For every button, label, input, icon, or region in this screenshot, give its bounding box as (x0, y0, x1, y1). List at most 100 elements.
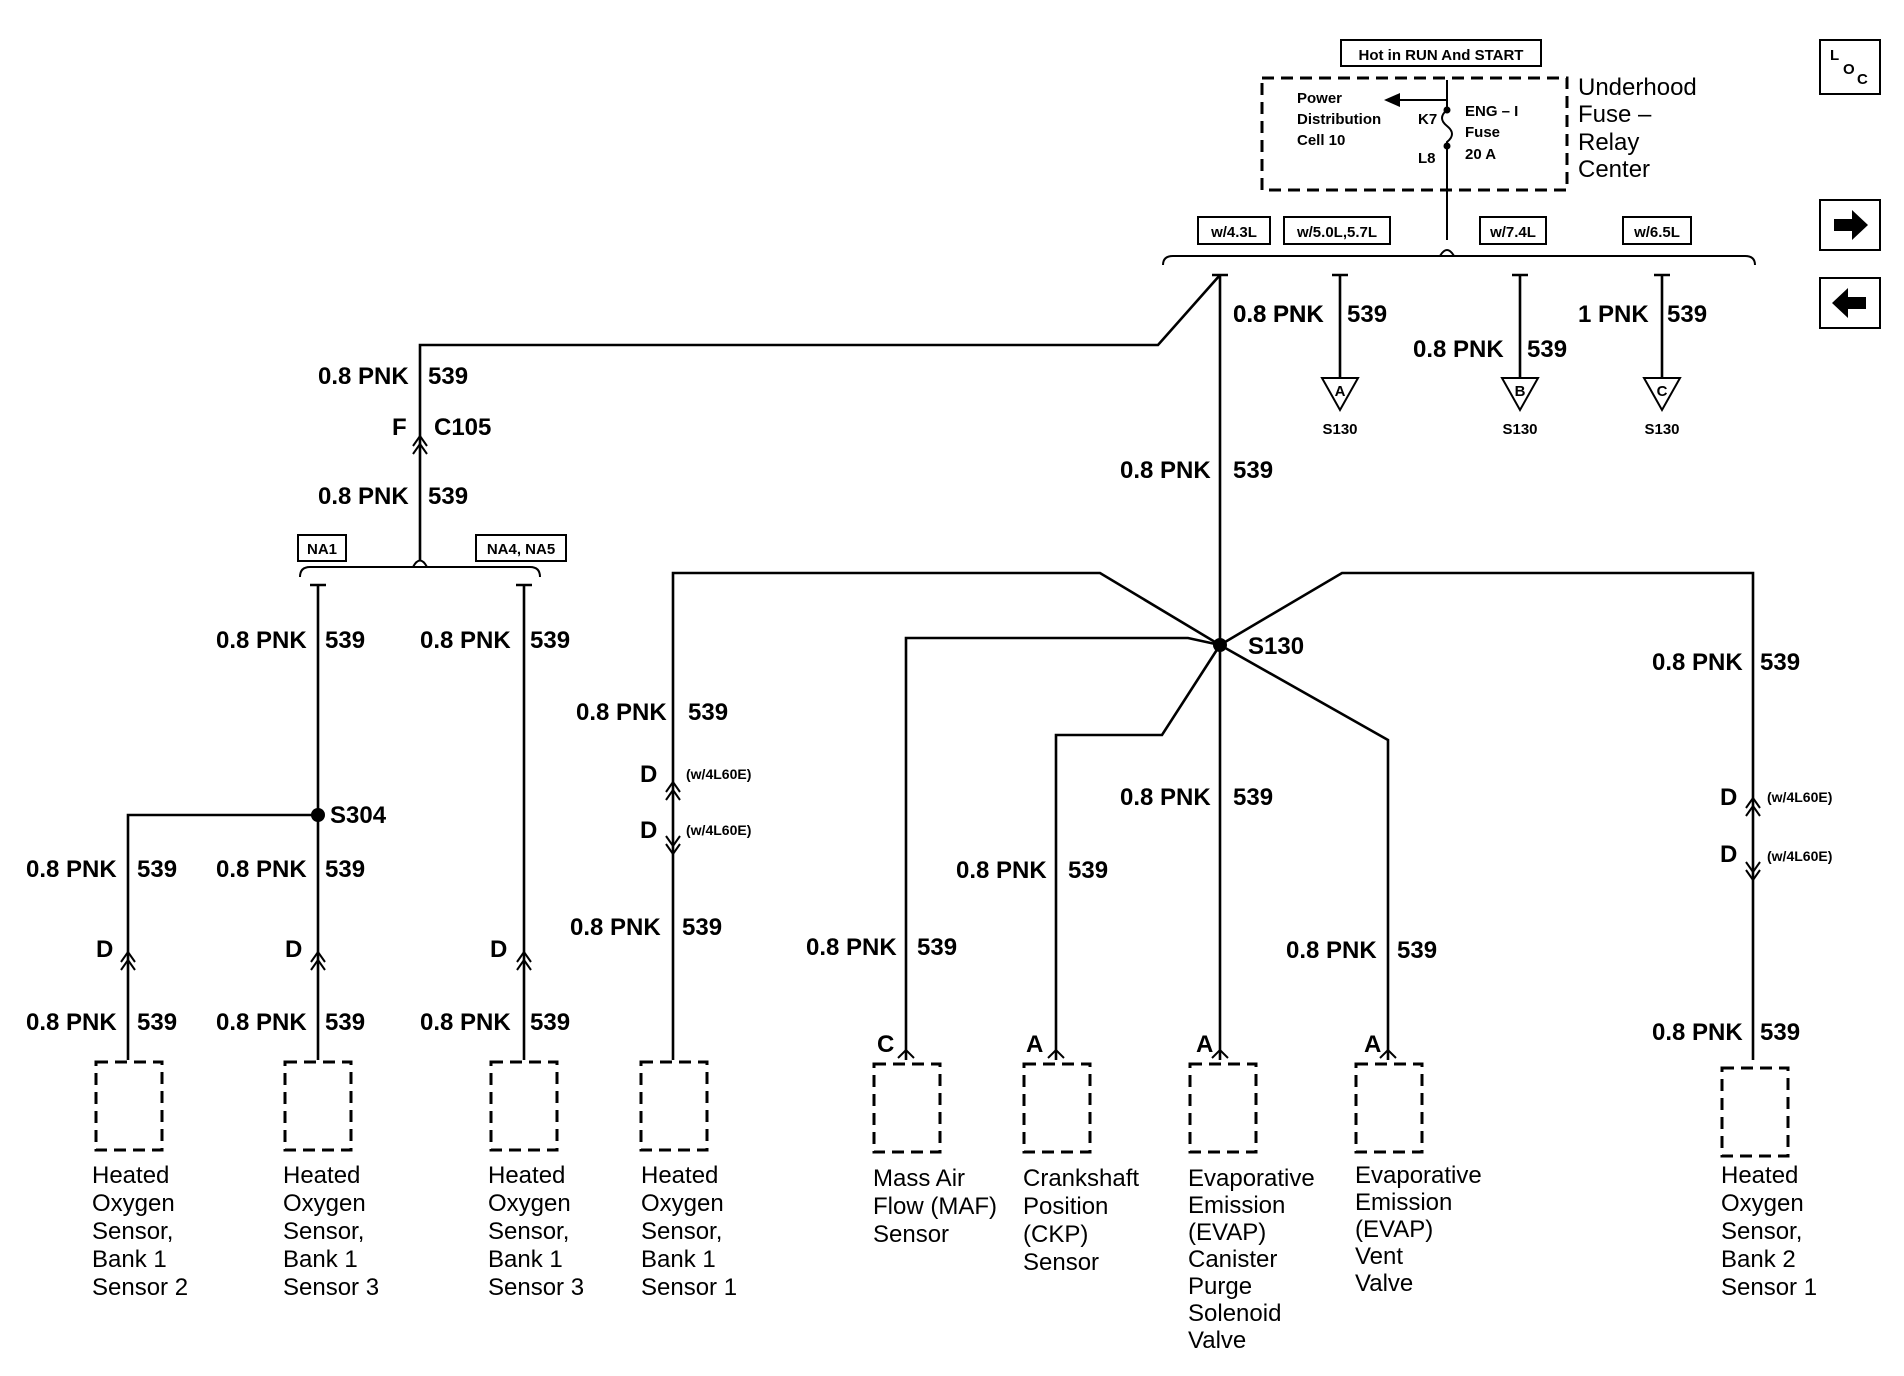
svg-text:0.8 PNK: 0.8 PNK (420, 627, 511, 654)
svg-text:w/6.5L: w/6.5L (1633, 224, 1680, 241)
component-ho2s-bank1-sensor3-a[interactable]: Heated Oxygen Sensor, Bank 1 Sensor 3 (283, 1060, 379, 1301)
svg-text:0.8 PNK: 0.8 PNK (570, 914, 661, 941)
s130-to-maf (904, 636, 1221, 1060)
svg-text:Mass Air: Mass Air (873, 1165, 965, 1192)
svg-text:539: 539 (1233, 457, 1273, 484)
svg-text:D: D (640, 817, 657, 844)
underhood-fuse-relay-center: Hot in RUN And START Power Distribution … (1260, 39, 1697, 240)
svg-text:539: 539 (325, 627, 365, 654)
fuse-name: ENG – I (1465, 103, 1518, 120)
component-ho2s-bank1-sensor1[interactable]: Heated Oxygen Sensor, Bank 1 Sensor 1 (639, 1060, 737, 1301)
svg-text:(w/4L60E): (w/4L60E) (1767, 789, 1832, 805)
svg-text:539: 539 (428, 483, 468, 510)
svg-text:Valve: Valve (1355, 1270, 1413, 1297)
component-ho2s-bank1-sensor3-b[interactable]: Heated Oxygen Sensor, Bank 1 Sensor 3 (488, 1060, 584, 1301)
svg-text:F: F (392, 414, 407, 441)
center-name-2: Fuse – (1578, 101, 1652, 128)
svg-text:C: C (877, 1031, 894, 1058)
center-name-1: Underhood (1578, 74, 1697, 101)
svg-text:D: D (490, 936, 507, 963)
next-page-arrow-icon[interactable] (1819, 199, 1881, 251)
svg-text:Solenoid: Solenoid (1188, 1300, 1281, 1327)
svg-text:539: 539 (1667, 301, 1707, 328)
svg-text:NA4, NA5: NA4, NA5 (487, 541, 555, 558)
svg-text:Bank 1: Bank 1 (641, 1246, 716, 1273)
pdc-arrow-icon (1384, 93, 1400, 107)
option-na1 (297, 534, 347, 562)
svg-text:A: A (1335, 383, 1346, 400)
svg-text:0.8 PNK: 0.8 PNK (318, 363, 409, 390)
svg-text:539: 539 (1397, 937, 1437, 964)
svg-text:539: 539 (688, 699, 728, 726)
engine-option-bus: w/4.3L w/5.0L,5.7L w/7.4L w/6.5L (1162, 216, 1756, 266)
svg-text:539: 539 (530, 1009, 570, 1036)
option-w43 (1197, 216, 1271, 245)
splice-s130: S130 (671, 571, 1755, 1060)
svg-text:S130: S130 (1248, 633, 1304, 660)
component-ho2s-bank1-sensor2[interactable]: Heated Oxygen Sensor, Bank 1 Sensor 2 (92, 1060, 188, 1301)
option-w74 (1479, 216, 1547, 245)
svg-text:Heated: Heated (641, 1162, 718, 1189)
svg-text:(EVAP): (EVAP) (1355, 1216, 1433, 1243)
branch-na1: 0.8 PNK 539 S304 (126, 583, 387, 1060)
na-option-bus: NA1 NA4, NA5 (297, 534, 567, 578)
svg-text:Sensor,: Sensor, (283, 1218, 364, 1245)
svg-text:Purge: Purge (1188, 1273, 1252, 1300)
svg-text:0.8 PNK: 0.8 PNK (956, 857, 1047, 884)
svg-text:1 PNK: 1 PNK (1578, 301, 1649, 328)
left-d-connectors: 0.8 PNK 539 D 0.8 PNK 539 0.8 PNK 539 D … (26, 856, 570, 1036)
svg-text:Flow (MAF): Flow (MAF) (873, 1193, 997, 1220)
svg-text:Crankshaft: Crankshaft (1023, 1165, 1139, 1192)
component-maf-sensor[interactable]: Mass Air Flow (MAF) Sensor (872, 1062, 997, 1248)
branch-w50: A S130 0.8 PNK 539 (1233, 273, 1387, 438)
svg-text:C105: C105 (434, 414, 491, 441)
pdc-line-3: Cell 10 (1297, 132, 1345, 149)
svg-text:539: 539 (137, 1009, 177, 1036)
svg-text:539: 539 (325, 1009, 365, 1036)
svg-text:Oxygen: Oxygen (283, 1190, 366, 1217)
svg-text:D: D (1720, 784, 1737, 811)
s130-to-ckp (1054, 644, 1222, 1060)
svg-text:Sensor: Sensor (873, 1221, 949, 1248)
s130-branch-labels: 0.8 PNK 539 0.8 PNK 539 0.8 PNK 539 0.8 … (570, 649, 1800, 1046)
option-w50-57 (1283, 216, 1391, 245)
hot-in-run-start-label: Hot in RUN And START (1359, 47, 1524, 64)
component-ckp-sensor[interactable]: Crankshaft Position (CKP) Sensor (1022, 1062, 1139, 1276)
svg-text:0.8 PNK: 0.8 PNK (1233, 301, 1324, 328)
svg-text:D: D (640, 761, 657, 788)
svg-text:Sensor,: Sensor, (1721, 1218, 1802, 1245)
svg-text:Heated: Heated (488, 1162, 565, 1189)
svg-text:Sensor 3: Sensor 3 (488, 1274, 584, 1301)
component-evap-canister-purge-valve[interactable]: Evaporative Emission (EVAP) Canister Pur… (1188, 1062, 1315, 1354)
svg-text:w/7.4L: w/7.4L (1489, 224, 1536, 241)
svg-text:C: C (1657, 383, 1668, 400)
component-evap-vent-valve[interactable]: Evaporative Emission (EVAP) Vent Valve (1354, 1062, 1482, 1297)
branch-w65: C S130 1 PNK 539 (1578, 273, 1707, 438)
svg-text:NA1: NA1 (307, 541, 337, 558)
svg-text:Sensor: Sensor (1023, 1249, 1099, 1276)
svg-text:539: 539 (1760, 649, 1800, 676)
svg-text:D: D (1720, 841, 1737, 868)
svg-text:0.8 PNK: 0.8 PNK (216, 627, 307, 654)
svg-text:Bank 2: Bank 2 (1721, 1246, 1796, 1273)
component-ho2s-bank2-sensor1[interactable]: Heated Oxygen Sensor, Bank 2 Sensor 1 (1720, 1066, 1817, 1301)
c105-connector-icon (412, 434, 428, 455)
svg-text:539: 539 (530, 627, 570, 654)
center-name-4: Center (1578, 156, 1650, 183)
branch-w74: B S130 0.8 PNK 539 (1413, 273, 1567, 438)
svg-text:(w/4L60E): (w/4L60E) (686, 766, 751, 782)
splice-ref-c-icon (1642, 377, 1682, 413)
previous-page-arrow-icon[interactable] (1819, 277, 1881, 329)
svg-text:(w/4L60E): (w/4L60E) (686, 822, 751, 838)
svg-text:0.8 PNK: 0.8 PNK (1233, 301, 1324, 328)
splice-ref-b-icon (1500, 377, 1540, 413)
hot-in-run-start-box (1340, 39, 1542, 67)
svg-text:539: 539 (1527, 336, 1567, 363)
svg-text:S130: S130 (1322, 421, 1357, 438)
fuse-pin-bottom: L8 (1418, 150, 1436, 167)
svg-text:539: 539 (428, 363, 468, 390)
svg-text:0.8 PNK: 0.8 PNK (576, 699, 667, 726)
svg-text:539: 539 (1068, 857, 1108, 884)
component-locator-button[interactable]: L O C (1819, 39, 1881, 95)
svg-text:Sensor,: Sensor, (488, 1218, 569, 1245)
